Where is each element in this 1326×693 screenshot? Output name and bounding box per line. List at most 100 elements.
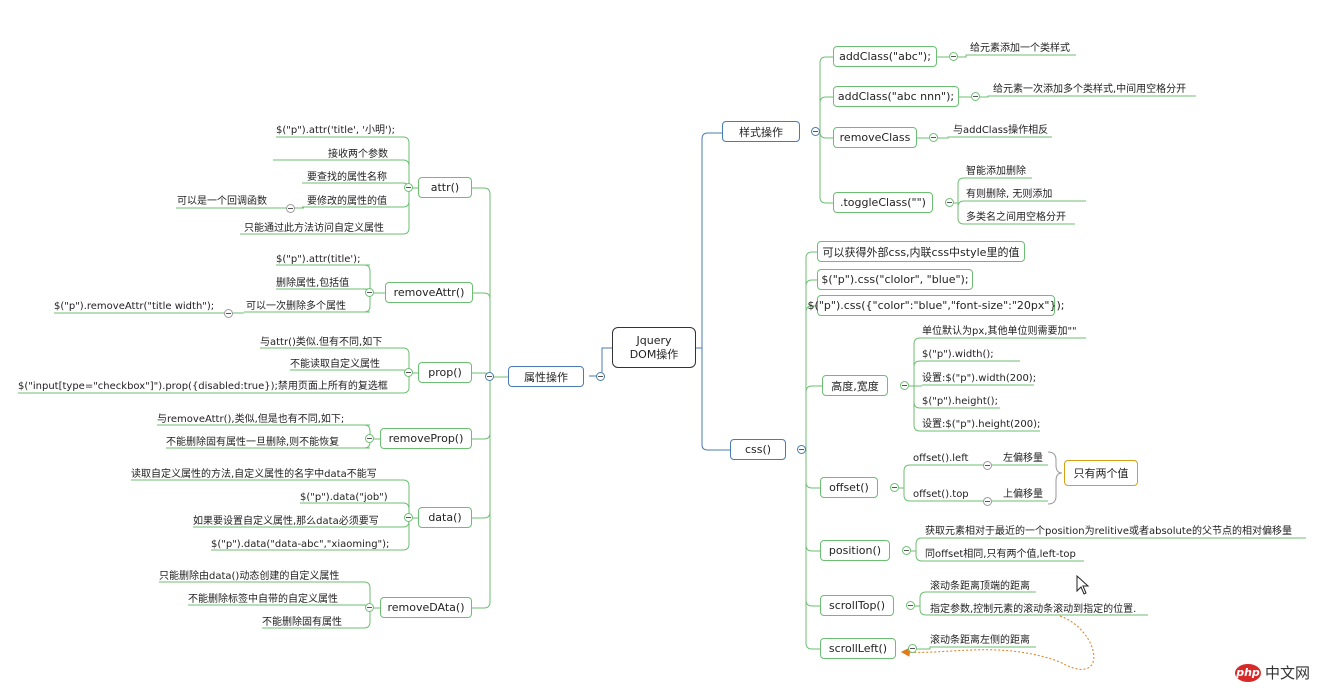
topic-css[interactable]: css() xyxy=(730,439,786,460)
addclass-1-note: 给元素添加一个类样式 xyxy=(970,43,1070,54)
node-data-label: data() xyxy=(428,511,462,524)
connector-65 xyxy=(937,54,1076,58)
watermark: php 中文网 xyxy=(1235,662,1310,683)
connector-81 xyxy=(805,450,820,552)
connector-76 xyxy=(805,251,817,450)
offset-summary[interactable]: 只有两个值 xyxy=(1064,460,1138,486)
node-prop[interactable]: prop() xyxy=(418,362,472,383)
position-item-2: 同offset相同,只有两个值,left-top xyxy=(925,549,1076,560)
offset-top-note: 上偏移量 xyxy=(1003,489,1043,500)
connector-71 xyxy=(957,203,966,225)
topic-style-ops[interactable]: 样式操作 xyxy=(722,121,800,142)
node-addclass-1[interactable]: addClass("abc"); xyxy=(833,46,937,67)
node-prop-label: prop() xyxy=(428,366,462,379)
collapse-root-left-icon[interactable] xyxy=(596,372,605,381)
node-removeattr[interactable]: removeAttr() xyxy=(385,282,473,303)
node-toggleclass-label: .toggleClass("") xyxy=(840,196,926,209)
root-line1: Jquery xyxy=(636,333,672,347)
node-offset[interactable]: offset() xyxy=(820,477,878,498)
size-item-4: $("p").height(); xyxy=(922,396,998,407)
connector-86 xyxy=(913,360,922,386)
watermark-text: 中文网 xyxy=(1265,664,1311,682)
connector-63 xyxy=(819,131,833,139)
collapse-addclass-2-icon[interactable] xyxy=(971,92,980,101)
connector-109 xyxy=(919,591,930,606)
collapse-offset-left-icon[interactable] xyxy=(983,461,992,470)
connector-4 xyxy=(472,187,491,377)
attr-item-5: 只能通过此方法访问自定义属性 xyxy=(244,223,384,234)
addclass-2-note: 给元素一次添加多个类样式,中间用空格分开 xyxy=(993,84,1187,95)
connector-70 xyxy=(957,200,966,208)
node-addclass-2[interactable]: addClass("abc nnn"); xyxy=(833,86,959,107)
connector-82 xyxy=(805,450,820,607)
collapse-css-main-icon[interactable] xyxy=(797,445,806,454)
node-removeclass[interactable]: removeClass xyxy=(833,127,917,148)
connector-89 xyxy=(913,386,922,432)
node-attr[interactable]: attr() xyxy=(418,177,472,198)
toggleclass-note-2: 有则删除, 无则添加 xyxy=(966,189,1053,200)
collapse-offset-icon[interactable] xyxy=(890,483,899,492)
node-size[interactable]: 高度,宽度 xyxy=(822,375,888,396)
data-item-3: 如果要设置自定义属性,那么data必须要写 xyxy=(193,516,379,527)
connector-77 xyxy=(805,279,817,450)
collapse-left-main-icon[interactable] xyxy=(485,372,494,381)
attr-item-4: 要修改的属性的值 xyxy=(307,196,387,207)
collapse-offset-top-icon[interactable] xyxy=(983,497,992,506)
connector-110 xyxy=(919,606,930,616)
topic-attribute-ops-label: 属性操作 xyxy=(524,370,568,384)
topic-css-label: css() xyxy=(744,443,772,456)
collapse-removeattr-sub-icon[interactable] xyxy=(224,309,233,318)
node-position-label: position() xyxy=(828,544,882,557)
collapse-toggleclass-icon[interactable] xyxy=(945,198,954,207)
node-removeprop[interactable]: removeProp() xyxy=(380,428,472,449)
data-item-4: $("p").data("data-abc","xiaoming"); xyxy=(211,539,390,550)
collapse-removeattr-icon[interactable] xyxy=(365,288,374,297)
node-scrollleft[interactable]: scrollLeft() xyxy=(820,638,896,659)
node-removedata[interactable]: removeDAta() xyxy=(380,597,472,618)
collapse-size-icon[interactable] xyxy=(900,381,909,390)
root-topic[interactable]: Jquery DOM操作 xyxy=(612,327,696,368)
node-removeprop-label: removeProp() xyxy=(388,432,464,445)
node-scrollleft-label: scrollLeft() xyxy=(828,642,888,655)
removedata-item-2: 不能删除标签中自带的自定义属性 xyxy=(188,594,338,605)
node-position[interactable]: position() xyxy=(820,540,890,561)
node-toggleclass[interactable]: .toggleClass("") xyxy=(833,192,933,213)
collapse-scrollleft-icon[interactable] xyxy=(908,644,917,653)
connector-2 xyxy=(701,348,730,451)
collapse-removedata-icon[interactable] xyxy=(365,603,374,612)
collapse-style-main-icon[interactable] xyxy=(811,127,820,136)
node-scrolltop[interactable]: scrollTop() xyxy=(820,595,894,616)
size-item-2: $("p").width(); xyxy=(922,349,994,360)
connector-83 xyxy=(805,450,820,650)
connector-79 xyxy=(805,385,822,450)
node-css-set-multi[interactable]: $("p").css({"color":"blue","font-size":"… xyxy=(808,295,1064,316)
node-removeclass-label: removeClass xyxy=(839,131,911,144)
collapse-data-icon[interactable] xyxy=(404,513,413,522)
size-item-1: 单位默认为px,其他单位则需要加"" xyxy=(922,326,1077,337)
connector-67 xyxy=(917,136,1052,139)
offset-left-note: 左偏移量 xyxy=(1003,453,1043,464)
connector-62 xyxy=(819,96,833,132)
collapse-prop-icon[interactable] xyxy=(404,368,413,377)
removeattr-item-2: 删除属性,包括值 xyxy=(276,278,350,289)
collapse-removeprop-icon[interactable] xyxy=(365,434,374,443)
removeattr-sub: $("p").removeAttr("title width"); xyxy=(54,301,215,312)
node-css-get[interactable]: 可以获得外部css,内联css中style里的值 xyxy=(817,241,1025,262)
collapse-removeclass-icon[interactable] xyxy=(929,133,938,142)
collapse-scrolltop-icon[interactable] xyxy=(906,601,915,610)
topic-attribute-ops[interactable]: 属性操作 xyxy=(508,366,584,387)
offset-summary-label: 只有两个值 xyxy=(1073,467,1129,480)
collapse-position-icon[interactable] xyxy=(902,546,911,555)
node-data[interactable]: data() xyxy=(418,507,472,528)
node-css-set[interactable]: $("p").css("clolor", "blue"); xyxy=(817,269,973,290)
node-offset-label: offset() xyxy=(829,481,869,494)
size-item-5: 设置:$("p").height(200); xyxy=(922,419,1041,430)
collapse-addclass-1-icon[interactable] xyxy=(949,52,958,61)
data-item-1: 读取自定义属性的方法,自定义属性的名字中data不能写 xyxy=(131,469,377,480)
connector-9 xyxy=(472,377,491,609)
collapse-attr-sub-icon[interactable] xyxy=(286,204,295,213)
collapse-attr-icon[interactable] xyxy=(404,183,413,192)
connector-96 xyxy=(903,464,913,488)
